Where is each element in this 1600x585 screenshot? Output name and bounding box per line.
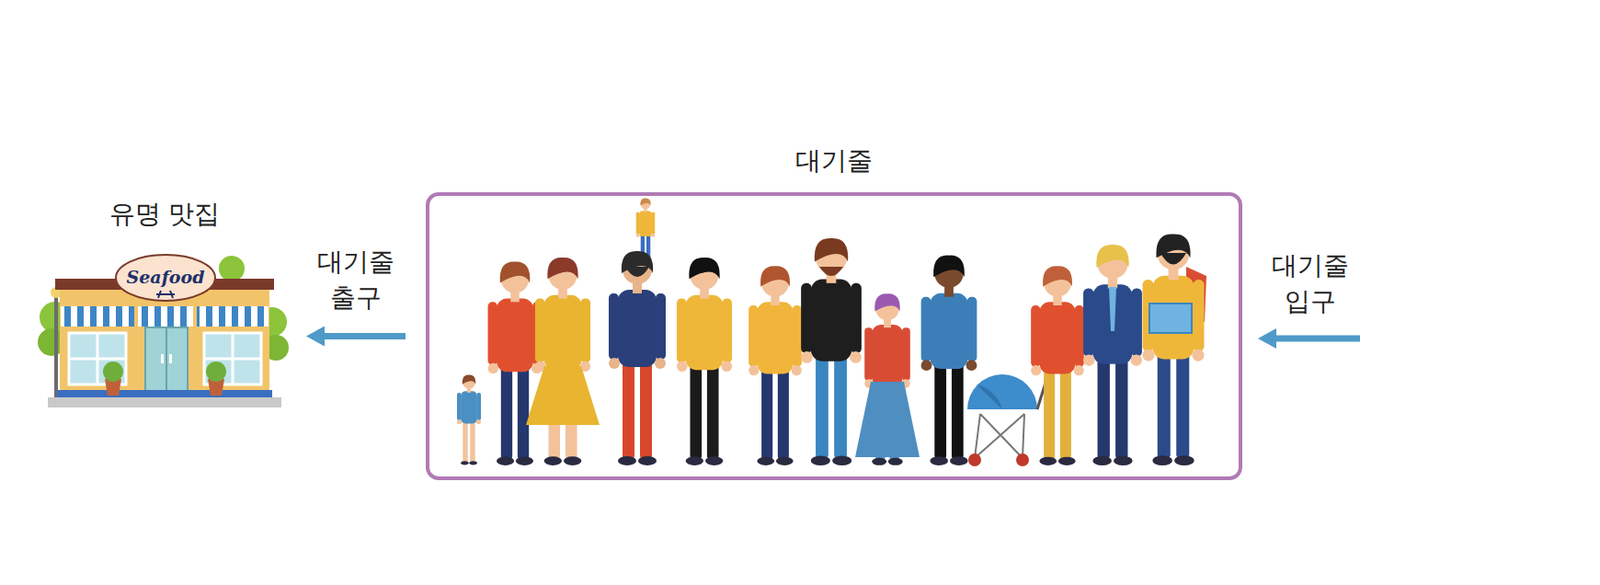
- people-illustration-part: [1149, 303, 1192, 333]
- people-illustration-part: [608, 251, 666, 466]
- restaurant-illustration-part: [218, 255, 245, 282]
- people-illustration-part: [488, 262, 543, 466]
- restaurant-illustration-part: [156, 290, 175, 298]
- flow-arrow: [319, 332, 406, 340]
- people-illustration-part: [855, 381, 920, 458]
- node-title: 대기줄: [429, 145, 1239, 177]
- entry-arrow: [1270, 335, 1360, 343]
- restaurant-illustration-part: [47, 397, 282, 408]
- restaurant-illustration-part: [68, 357, 126, 361]
- people-illustration-part: [535, 257, 591, 466]
- restaurant-illustration-part: [59, 289, 270, 396]
- restaurant-illustration-part: [137, 306, 194, 327]
- people-illustration-part: [1108, 286, 1117, 332]
- people-illustration-part: [1142, 233, 1205, 466]
- restaurant-illustration-part: [196, 306, 269, 327]
- restaurant-illustration-part: [145, 327, 188, 396]
- restaurant-illustration-part: [115, 254, 216, 301]
- restaurant-illustration-part: [102, 361, 124, 382]
- people-illustration-part: [976, 384, 1003, 410]
- restaurant-illustration-part: [204, 332, 262, 385]
- restaurant-illustration-part: [204, 357, 262, 361]
- people-illustration-part: [921, 255, 978, 466]
- people-illustration-part: [974, 413, 1025, 458]
- people-illustration-part: [457, 375, 481, 466]
- people-illustration-part: [625, 266, 650, 277]
- people-illustration-part: [525, 365, 600, 425]
- sign-text: Seafood: [126, 267, 206, 287]
- exit-label: 대기줄 출구: [313, 243, 399, 316]
- restaurant-illustration-part: [57, 389, 273, 398]
- people-illustration-part: [1160, 252, 1187, 265]
- restaurant-illustration-part: [160, 354, 164, 364]
- restaurant-illustration-part: [205, 361, 227, 382]
- people-illustration-part: [748, 265, 802, 466]
- queue-box: 대기줄: [425, 192, 1243, 480]
- people-illustration-part: [967, 374, 1038, 410]
- people-illustration-part: [676, 257, 732, 466]
- restaurant-illustration: [37, 254, 289, 408]
- entry-label: 대기줄 입구: [1268, 247, 1353, 320]
- node-title: 유명 맛집: [44, 198, 286, 230]
- people-illustration-part: [1030, 265, 1085, 466]
- restaurant-illustration-part: [68, 332, 126, 385]
- people-illustration: [457, 197, 1207, 467]
- people-illustration-part: [800, 238, 862, 466]
- restaurant-illustration-part: [165, 327, 168, 396]
- restaurant-illustration-part: [169, 354, 172, 364]
- restaurant-illustration-part: [60, 306, 135, 327]
- people-illustration-part: [1083, 244, 1143, 466]
- people-illustration-part: [968, 453, 982, 467]
- people-illustration-part: [819, 266, 844, 276]
- restaurant-illustration-part: [54, 294, 58, 398]
- people-illustration-part: [1016, 453, 1029, 467]
